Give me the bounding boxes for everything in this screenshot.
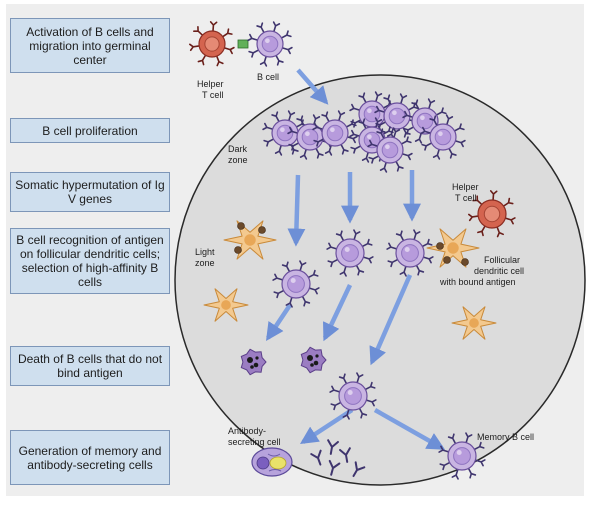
tcr-mhc-contact-icon [237, 39, 249, 49]
antibody-1 [310, 449, 322, 466]
arrow-into-gc [296, 68, 329, 105]
dying-b-cell-1 [240, 348, 267, 376]
fdc-3 [203, 288, 249, 322]
step-death-text: Death of B cells that do not bind antige… [17, 352, 163, 380]
b-cell-activated [247, 21, 293, 67]
light-zone-cell-2 [386, 229, 434, 277]
fdc-label-1: Follicular [484, 255, 520, 265]
antibody-secreting-cell [251, 447, 293, 477]
step-death-box: Death of B cells that do not bind antige… [10, 346, 170, 386]
dark-zone-cell-1 [262, 110, 308, 156]
germinal-center-circle [174, 74, 586, 486]
memory-b-cell-label: Memory B cell [477, 432, 534, 442]
dark-zone-label-1: Dark [228, 144, 248, 154]
dark-zone-label-2: zone [228, 155, 248, 165]
helper-tcell-right-label-2: T cell [455, 193, 476, 203]
step-hypermutation-text: Somatic hypermutation of Ig V genes [15, 178, 165, 206]
arrow-light-to-output [369, 274, 413, 366]
step-selection-text: B cell recognition of antigen on follicu… [16, 233, 164, 289]
light-zone-label-1: Light [195, 247, 215, 257]
fdc-4 [451, 306, 497, 340]
b-cell-label: B cell [257, 72, 279, 82]
light-zone-cell-3 [272, 260, 320, 308]
selected-b-cell [329, 372, 377, 420]
fdc-1 [223, 220, 277, 260]
step-generation-box: Generation of memory and antibody-secret… [10, 430, 170, 485]
dark-zone-cell-9 [420, 114, 466, 160]
arrow-to-death-1 [266, 303, 292, 341]
dying-b-cell-2 [300, 346, 327, 374]
dark-zone-cell-3 [312, 110, 358, 156]
arrow-to-memory [373, 408, 446, 450]
light-zone-cell-1 [326, 229, 374, 277]
antibody-5 [327, 439, 339, 455]
helper-t-cell-top [188, 21, 235, 67]
antibody-2 [328, 459, 341, 476]
antibody-secreting-label-2: secreting cell [228, 437, 281, 447]
fdc-label-2: dendritic cell [474, 266, 524, 276]
helper-tcell-right-label-1: Helper [452, 182, 479, 192]
step-hypermutation-box: Somatic hypermutation of Ig V genes [10, 172, 170, 212]
step-activation-box: Activation of B cells and migration into… [10, 18, 170, 73]
step-selection-box: B cell recognition of antigen on follicu… [10, 228, 170, 294]
cell-layer [188, 21, 516, 480]
dark-zone-cell-7 [367, 127, 413, 173]
migration-arrows [266, 68, 446, 450]
helper-t-cell-right [468, 190, 516, 238]
fdc-label-3: with bound antigen [439, 277, 516, 287]
arrow-dark-down-1 [287, 174, 306, 247]
helper-tcell-top-label-1: Helper [197, 79, 224, 89]
antibody-4 [352, 461, 366, 478]
antibody-secreting-label-1: Antibody- [228, 426, 266, 436]
arrow-to-plasma [299, 408, 354, 444]
step-proliferation-box: B cell proliferation [10, 118, 170, 143]
arrow-to-death-2 [322, 284, 353, 342]
antibody-3 [339, 447, 351, 463]
fdc-2 [426, 228, 480, 268]
dark-zone-cell-8 [402, 98, 448, 144]
step-generation-text: Generation of memory and antibody-secret… [18, 443, 162, 472]
light-zone-label-2: zone [195, 258, 215, 268]
helper-tcell-top-label-2: T cell [202, 90, 223, 100]
memory-b-cell [438, 432, 486, 480]
step-activation-text: Activation of B cells and migration into… [26, 24, 154, 67]
step-proliferation-text: B cell proliferation [42, 123, 138, 138]
